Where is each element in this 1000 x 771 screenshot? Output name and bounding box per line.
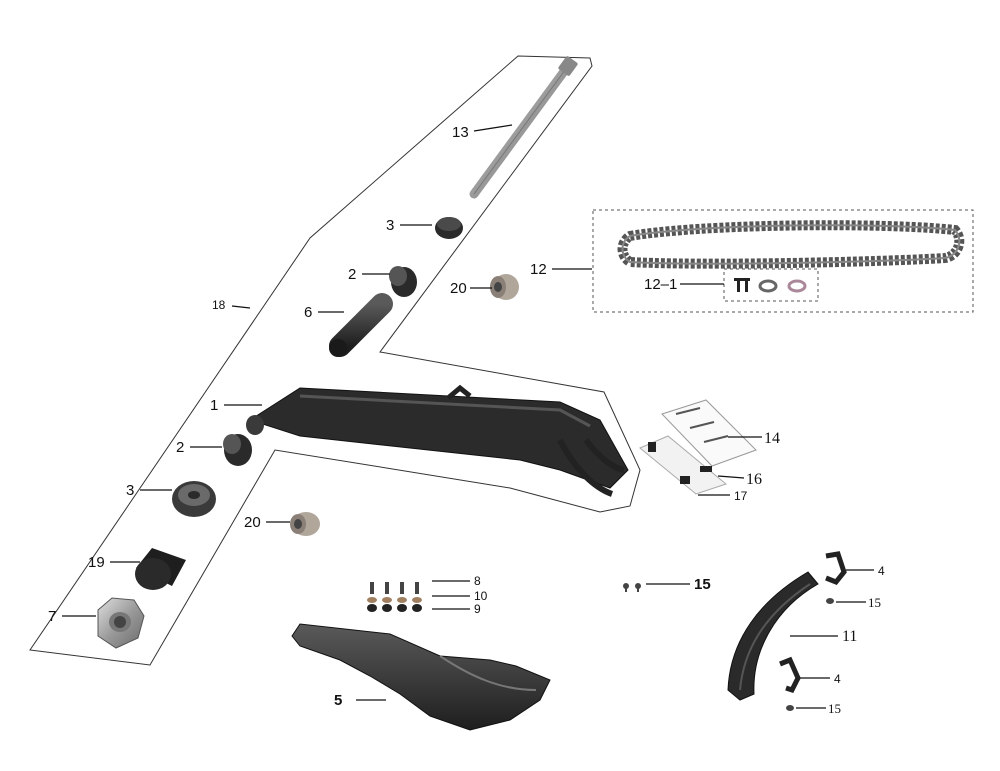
callout-15-right-bottom: 15 [828, 701, 841, 716]
callout-2-bottom: 2 [176, 439, 184, 456]
callout-3-bottom: 3 [126, 482, 134, 499]
spacer-tube-part [329, 293, 393, 357]
callout-4-top: 4 [878, 564, 885, 578]
bearing-part-top [490, 274, 519, 300]
axle-bolt-part [469, 56, 578, 199]
chain-link-kit-box [723, 268, 819, 302]
callout-9: 9 [474, 602, 481, 616]
callout-6: 6 [304, 304, 312, 321]
chain-link-kit-part [734, 278, 807, 293]
callout-4-bottom: 4 [834, 672, 841, 686]
washer-part-top [435, 217, 463, 239]
callout-5: 5 [334, 692, 342, 709]
callout-12: 12 [530, 261, 547, 278]
bearing-part-bottom [290, 512, 320, 536]
stickers-part [639, 399, 757, 495]
chain-guard-part [291, 623, 551, 731]
callout-18: 18 [212, 298, 226, 312]
callout-17: 17 [734, 489, 748, 503]
callout-20-bottom: 20 [244, 514, 261, 531]
washer-part-bottom [172, 481, 216, 517]
chain-group-box [592, 209, 974, 313]
swing-arm-part [246, 384, 629, 497]
callout-10: 10 [474, 589, 488, 603]
callout-14: 14 [764, 430, 780, 447]
screw-set-part [367, 582, 422, 612]
callout-13: 13 [452, 124, 469, 141]
callout-16: 16 [746, 471, 762, 488]
callout-12-1: 12–1 [644, 276, 677, 293]
mudguard-part [727, 571, 819, 701]
callout-20-top: 20 [450, 280, 467, 297]
bushing-part-bottom [223, 434, 252, 466]
leader-lines [62, 124, 874, 709]
callout-19: 19 [88, 554, 105, 571]
bolt-part-right-top [826, 598, 834, 604]
callout-15-middle: 15 [694, 576, 711, 593]
callout-3-top: 3 [386, 217, 394, 234]
callout-7: 7 [48, 608, 56, 625]
callout-8: 8 [474, 574, 481, 588]
callout-11: 11 [842, 628, 857, 645]
callout-15-right-top: 15 [868, 595, 881, 610]
rubber-bush-part [135, 548, 186, 590]
callout-1: 1 [210, 397, 218, 414]
nut-part [97, 597, 145, 649]
bracket-part-top [825, 551, 847, 586]
bushing-part-top [389, 266, 417, 297]
bolts-part-middle [623, 583, 641, 592]
bracket-part-bottom [779, 656, 801, 694]
chain-part [617, 220, 965, 269]
callout-2-top: 2 [348, 266, 356, 283]
bolt-part-right-bottom [786, 705, 794, 711]
assembly-18-outline [29, 55, 641, 666]
